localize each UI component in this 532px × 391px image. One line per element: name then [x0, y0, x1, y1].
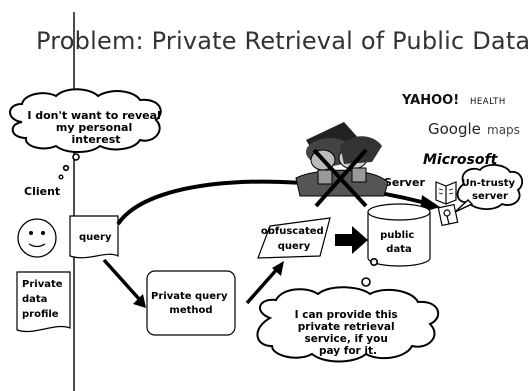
client-thought-line-1: I don't want to reveal: [27, 109, 161, 122]
svg-text:obfuscated query: obfuscated query: [261, 226, 327, 252]
server-thought-line-3: service, if you: [305, 333, 388, 345]
slide-title: Problem: Private Retrieval of Public Dat…: [36, 27, 530, 55]
obfuscated-line-2: query: [278, 241, 311, 252]
query-to-method-arrowhead: [133, 294, 146, 308]
svg-text:Un-trusty server: Un-trusty server: [462, 178, 519, 202]
thought-bubble-dot: [369, 257, 378, 266]
public-data-line-2: data: [386, 244, 411, 255]
untrusty-line-1: Un-trusty: [462, 178, 516, 189]
query-label: query: [79, 232, 112, 243]
svg-text:YAHOO!: YAHOO!: [401, 93, 459, 108]
client-smiley-icon: [17, 218, 57, 258]
server-label: Server: [384, 176, 425, 189]
server-thought-cloud: I can provide this private retrieval ser…: [256, 286, 440, 363]
google-maps-logo: Google maps: [428, 120, 520, 138]
server-thought-line-4: pay for it.: [319, 345, 377, 357]
method-to-obfuscated-arrowhead: [272, 261, 284, 276]
svg-text:I can provide this priva: I can provide this private retrieval ser…: [295, 309, 402, 357]
server-thought-line-2: private retrieval: [298, 321, 395, 333]
book-icon: [435, 181, 457, 205]
thought-bubble-dot: [361, 277, 371, 287]
yahoo-health-logo: YAHOO! HEALTH: [401, 93, 506, 108]
server-thought-line-1: I can provide this: [295, 309, 398, 321]
client-thought-line-2: my personal: [56, 121, 132, 134]
method-to-obfuscated-arrow: [245, 266, 280, 305]
obfuscated-to-data-block-arrow: [335, 226, 368, 254]
thought-bubble-dot: [62, 164, 70, 172]
public-data-cylinder: public data: [367, 203, 431, 267]
obfuscated-line-1: obfuscated: [261, 226, 324, 237]
microsoft-logo: Microsoft: [423, 152, 499, 168]
thought-bubble-dot: [72, 153, 80, 161]
query-to-method-arrow: [102, 258, 142, 302]
svg-text:Private query method: Private query method: [151, 291, 231, 316]
private-query-method-box: Private query method: [146, 270, 236, 336]
client-thought-line-3: interest: [71, 133, 120, 146]
method-line-2: method: [169, 305, 212, 316]
public-data-line-1: public: [380, 230, 414, 241]
snooping-agents-icon: [295, 122, 389, 197]
untrusty-server-callout: Un-trusty server: [454, 164, 524, 213]
svg-text:I don't want to reveal m: I don't want to reveal my personal inter…: [27, 109, 164, 146]
client-label: Client: [24, 185, 60, 198]
svg-text:maps: maps: [487, 123, 520, 137]
svg-text:Google: Google: [428, 120, 481, 138]
svg-text:Private data profi: Private data profile: [22, 279, 66, 320]
key-tag-icon: [437, 203, 459, 227]
profile-line-1: Private: [22, 279, 63, 290]
profile-line-2: data: [22, 294, 47, 305]
query-document: query: [69, 215, 119, 259]
svg-text:public data: public data: [380, 230, 418, 255]
method-line-1: Private query: [151, 291, 228, 302]
untrusty-line-2: server: [472, 191, 508, 202]
svg-text:HEALTH: HEALTH: [470, 97, 506, 107]
profile-line-3: profile: [22, 309, 59, 320]
private-data-profile: Private data profile: [16, 271, 71, 332]
blocked-x-icon: [312, 148, 368, 208]
thought-bubble-dot: [58, 174, 64, 180]
client-thought-cloud: I don't want to reveal my personal inter…: [9, 88, 164, 153]
obfuscated-query-shape: obfuscated query: [257, 217, 331, 259]
